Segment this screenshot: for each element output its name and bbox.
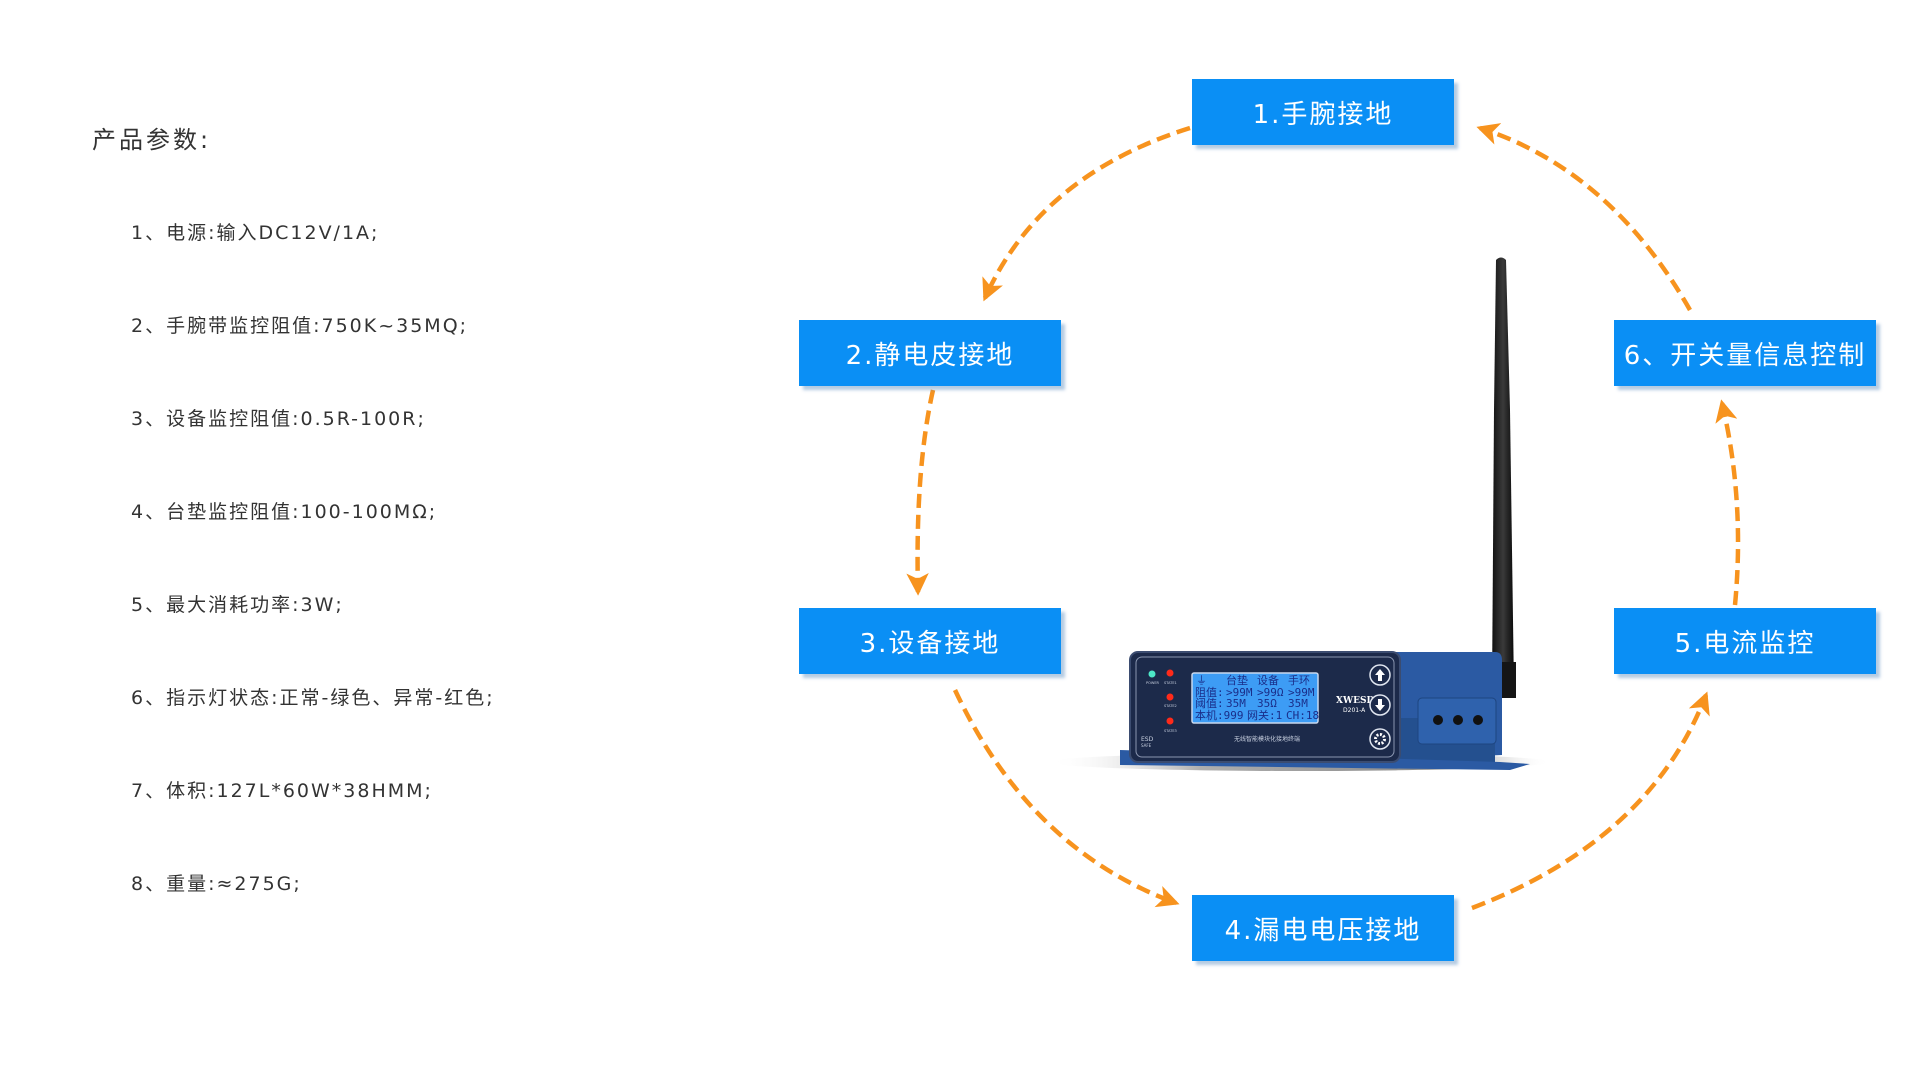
lcd-cell: 阻值:: [1195, 686, 1224, 699]
led-power-label: POWER: [1146, 681, 1160, 685]
arrow-6-to-1: [1476, 123, 1692, 312]
lcd-screen: ⏚ 台垫 设备 手环 阻值: >99M >99Ω >99M 阈值: 35M 35…: [1191, 672, 1319, 724]
step-5-current-monitoring[interactable]: 5.电流监控: [1614, 608, 1876, 674]
arrow-up-button[interactable]: [1369, 664, 1391, 686]
step-1-wrist-grounding[interactable]: 1.手腕接地: [1192, 79, 1454, 145]
device-image: POWER STATE1 STATE2 STATE3 ESD SAFE ⏚ 台垫…: [1050, 257, 1550, 771]
params-title: 产品参数:: [92, 126, 212, 154]
led-state1-label: STATE1: [1164, 681, 1177, 685]
arrow-1-to-2: [982, 125, 1191, 302]
lcd-cell: >99M: [1288, 686, 1315, 699]
led-state3-label: STATE3: [1164, 729, 1177, 733]
arrow-down-button[interactable]: [1369, 694, 1391, 716]
step-6-switch-signal-control[interactable]: 6、开关量信息控制: [1614, 320, 1876, 386]
lcd-cell: CH:18: [1286, 709, 1319, 722]
lcd-cell: 35Ω: [1257, 697, 1277, 710]
param-item: 2、手腕带监控阻值:750K~35MQ;: [131, 315, 469, 337]
param-item: 4、台垫监控阻值:100-100MΩ;: [131, 501, 438, 523]
param-item: 1、电源:输入DC12V/1A;: [131, 222, 380, 244]
param-item: 3、设备监控阻值:0.5R-100R;: [131, 408, 426, 430]
lcd-header: 台垫: [1226, 673, 1248, 687]
step-2-static-mat-grounding[interactable]: 2.静电皮接地: [799, 320, 1061, 386]
step-3-equipment-grounding[interactable]: 3.设备接地: [799, 608, 1061, 674]
led-power: [1148, 670, 1156, 678]
model-name: D201-A: [1343, 707, 1366, 714]
arrow-3-to-4: [952, 689, 1180, 908]
arrow-4-to-5: [1471, 691, 1710, 911]
led-state1: [1166, 669, 1174, 677]
side-screws: [1417, 697, 1497, 745]
lcd-cell: >99M: [1226, 686, 1253, 699]
param-item: 5、最大消耗功率:3W;: [131, 594, 344, 616]
esd-logo-sub: SAFE: [1141, 743, 1152, 748]
gear-icon: [1374, 733, 1386, 745]
lcd-cell: >99Ω: [1257, 686, 1284, 699]
arrow-5-to-6: [1715, 399, 1741, 606]
lcd-header: 手环: [1288, 673, 1310, 687]
lcd-ground-symbol: ⏚: [1196, 674, 1207, 687]
lcd-cell: 本机:999: [1195, 708, 1244, 722]
lcd-cell: 35M: [1288, 697, 1308, 710]
lcd-header: 设备: [1257, 673, 1279, 687]
lcd-cell: 阈值:: [1195, 696, 1224, 710]
settings-button[interactable]: [1369, 728, 1391, 750]
param-item: 7、体积:127L*60W*38HMM;: [131, 780, 433, 802]
arrow-up-icon: [1375, 669, 1385, 681]
step-4-leakage-voltage-grounding[interactable]: 4.漏电电压接地: [1192, 895, 1454, 961]
brand-name: XWESD: [1336, 696, 1374, 706]
led-state3: [1166, 717, 1174, 725]
lcd-cell: 35M: [1226, 697, 1246, 710]
lcd-cell: 网关:1: [1247, 708, 1282, 722]
antenna: [1490, 257, 1516, 698]
status-leds: POWER STATE1 STATE2 STATE3: [1146, 669, 1177, 733]
esd-logo: ESD: [1141, 736, 1154, 743]
led-state2: [1166, 693, 1174, 701]
arrow-down-icon: [1375, 699, 1385, 711]
param-item: 6、指示灯状态:正常-绿色、异常-红色;: [131, 687, 495, 709]
param-item: 8、重量:≈275G;: [131, 873, 302, 895]
arrow-2-to-3: [906, 389, 936, 596]
led-state2-label: STATE2: [1164, 704, 1177, 708]
device-caption: 无线智能模块化接地终端: [1234, 735, 1300, 743]
